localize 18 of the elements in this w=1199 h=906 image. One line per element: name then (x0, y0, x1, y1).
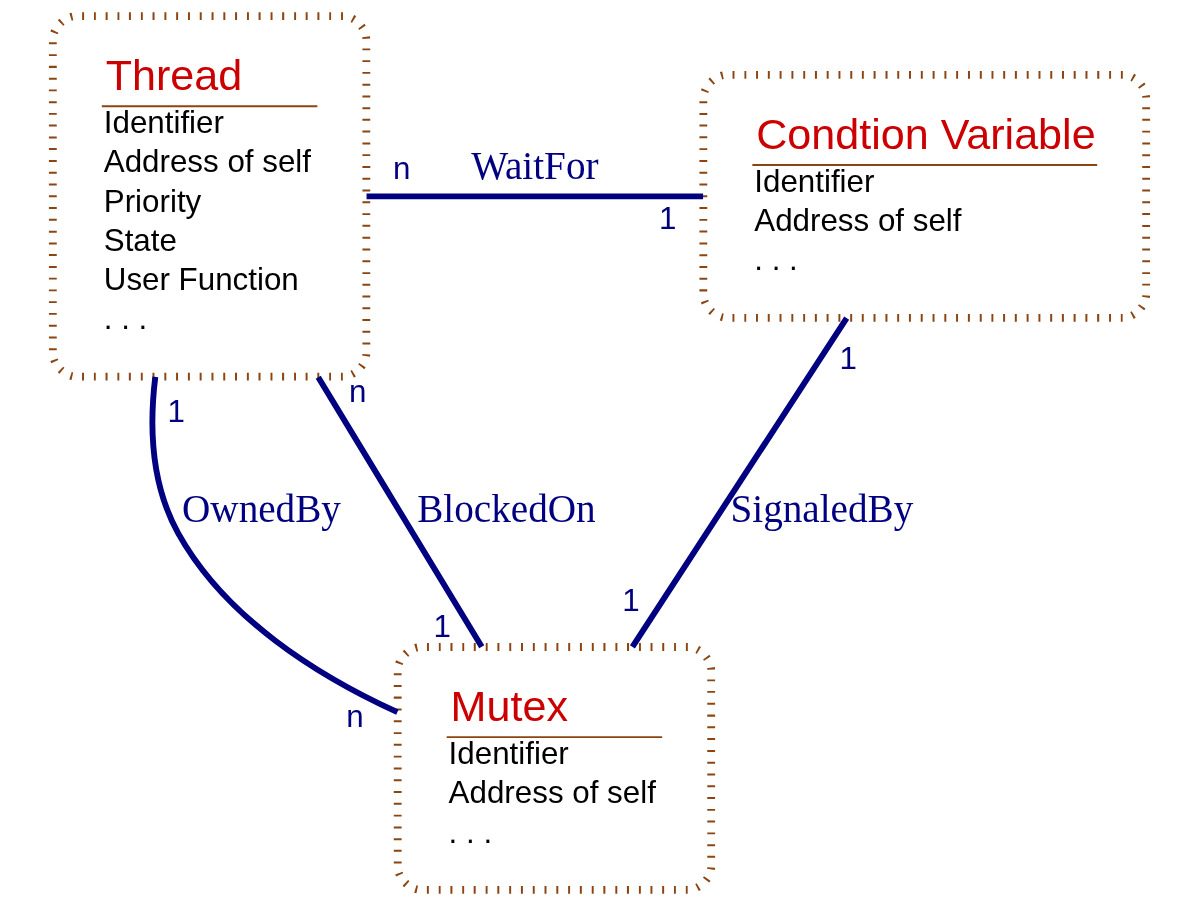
label: n (346, 698, 364, 734)
node-box: Thread Identifier Address of self Priority State User Function . . . (48, 12, 371, 381)
label: n (393, 151, 411, 187)
edge-label: BlockedOn (417, 486, 596, 530)
label: 1 (659, 200, 677, 236)
node-box: Mutex Identifier Address of self . . . (393, 643, 716, 894)
edge-label: WaitFor (471, 143, 599, 187)
connector (366, 193, 704, 200)
connector (149, 376, 399, 715)
edge-label: OwnedBy (182, 486, 341, 530)
label: 1 (839, 340, 857, 376)
connector (315, 375, 485, 649)
label: 1 (622, 583, 640, 619)
label: 1 (167, 393, 185, 429)
node-box: Condtion Variable Identifier Address of self . . . (699, 70, 1151, 322)
connector (629, 316, 850, 649)
label: 1 (433, 608, 451, 644)
edge-label: SignaledBy (730, 486, 914, 530)
